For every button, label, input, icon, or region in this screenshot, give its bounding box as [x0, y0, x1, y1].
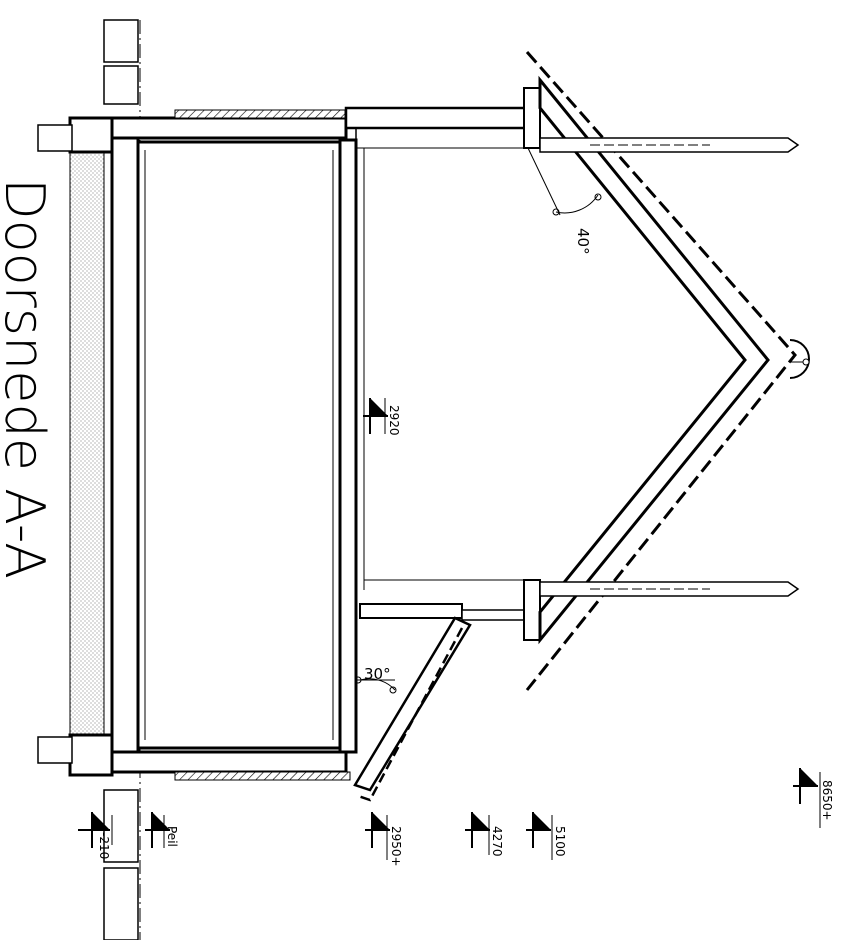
level-marker-8650: 8650+	[793, 768, 834, 828]
level-label: 5100	[553, 826, 567, 857]
level-label: 2950+	[389, 826, 403, 867]
level-marker-2920: 2920	[363, 398, 401, 436]
level-label: 4270	[490, 826, 504, 857]
level-marker-minus-210: -210	[78, 812, 113, 859]
level-marker-4270: 4270	[465, 812, 504, 857]
foundation-strip	[37, 116, 114, 777]
dormer-roof	[353, 616, 472, 802]
angle-40-annotation: 40°	[527, 147, 602, 255]
roof-posts	[539, 137, 800, 597]
lintel-top	[174, 109, 346, 119]
upper-floor	[344, 106, 529, 621]
angle-label-30: 30°	[364, 665, 391, 683]
level-marker-5100: 5100	[526, 812, 567, 860]
lintel-bottom	[174, 771, 351, 781]
level-label: Peil	[165, 826, 179, 847]
level-label: 8650+	[820, 780, 834, 821]
level-marker-2950: 2950+	[365, 812, 403, 867]
level-marker-peil: Peil	[145, 812, 179, 848]
floor-slab	[110, 116, 358, 774]
angle-30-annotation: 30°	[354, 665, 397, 694]
level-label: -210	[97, 832, 111, 859]
exterior-wall-blocks	[103, 19, 139, 940]
angle-label-40: 40°	[574, 228, 592, 255]
wall-plates	[523, 87, 541, 641]
level-label: 2920	[387, 405, 401, 436]
drawing-title: Doorsnede A-A	[0, 178, 56, 579]
